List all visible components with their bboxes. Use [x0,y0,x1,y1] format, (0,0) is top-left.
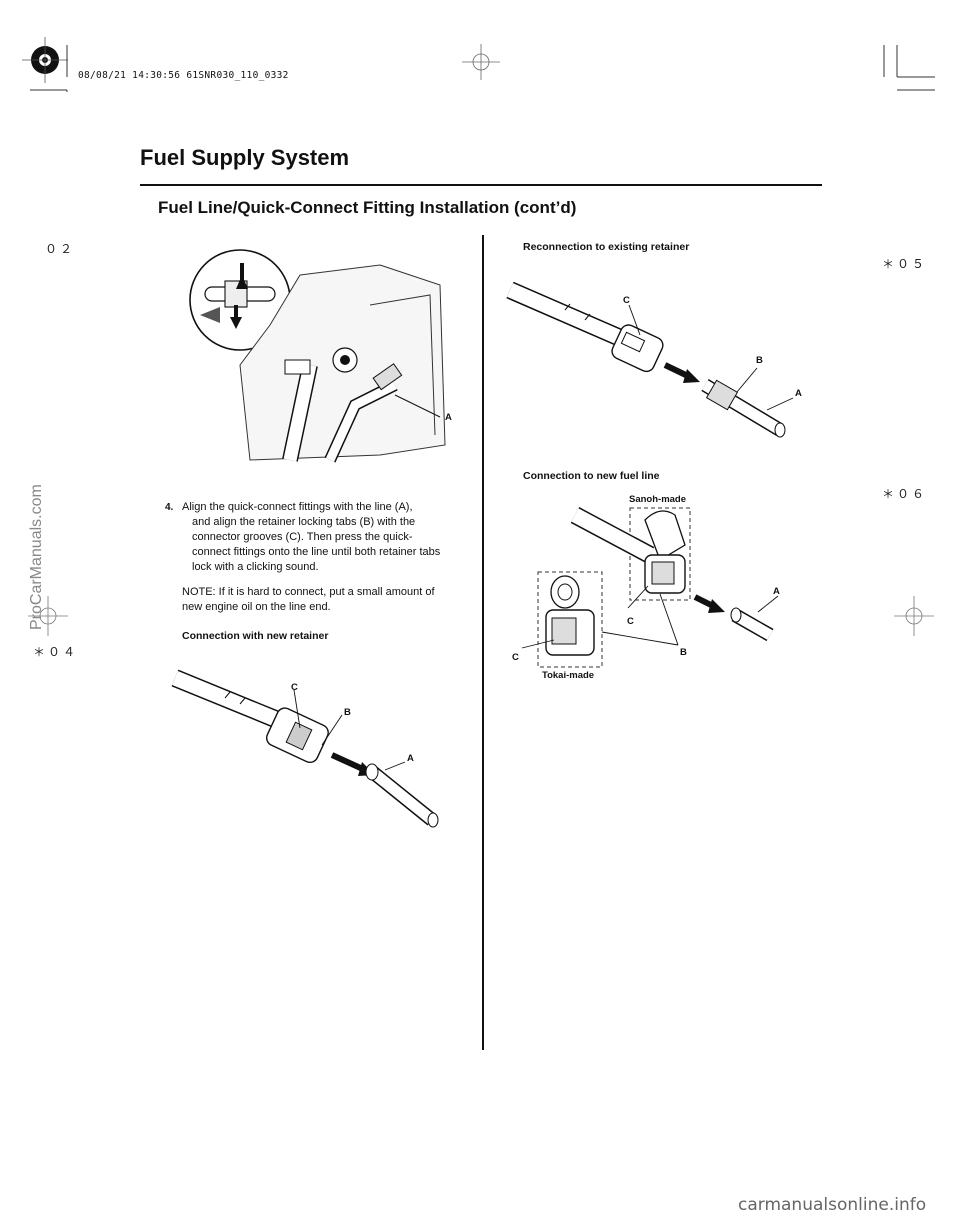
step-line: Align the quick-connect fittings with th… [182,501,413,513]
fig4-label-b: B [680,647,687,658]
print-stamp: 08/08/21 14:30:56 61SNR030_110_0332 [78,70,289,81]
margin-mark-right-middle: ＊０６ [882,487,928,501]
existing-retainer-figure [506,281,794,438]
fig4-label-sanoh: Sanoh-made [629,494,687,505]
note-line: new engine oil on the line end. [182,601,331,613]
step-number: 4. [165,502,174,513]
fig4-label-a: A [773,586,780,597]
fig2-label-c: C [291,682,298,693]
step-note: NOTE: If it is hard to connect, put a sm… [182,585,482,615]
heading-new-retainer: Connection with new retainer [182,630,329,642]
fig2-label-b: B [344,707,351,718]
engine-bay-figure [189,249,446,463]
fig1-label-a: A [445,412,452,423]
heading-new-fuel-line: Connection to new fuel line [523,470,660,482]
left-crosshair-icon [28,596,68,636]
fig4-label-c-upper: C [627,616,634,627]
fig3-label-a: A [795,388,802,399]
registration-marks [22,37,935,92]
step-line: connector grooves (C). Then press the qu… [192,531,413,543]
margin-mark-right-top: ＊０５ [882,257,928,271]
margin-mark-left-bottom: ＊０４ [33,645,79,659]
section-title: Fuel Line/Quick-Connect Fitting Installa… [158,198,577,217]
step-line: and align the retainer locking tabs (B) … [192,516,416,528]
fig4-label-tokai: Tokai-made [542,670,595,681]
step-instructions: Align the quick-connect fittings with th… [182,500,482,575]
footer-watermark: carmanualsonline.info [738,1195,927,1215]
note-line: NOTE: If it is hard to connect, put a sm… [182,586,435,598]
right-crosshair-icon [894,596,934,636]
fig3-label-c: C [623,295,630,306]
step-line: lock with a clicking sound. [192,561,319,573]
new-retainer-figure [171,669,439,828]
column-divider [482,235,484,1050]
fig4-label-c-lower: C [512,652,519,663]
step-line: connect fittings onto the line until bot… [192,546,441,558]
side-watermark: ProCarManuals.com [28,484,45,630]
fig3-label-b: B [756,355,763,366]
heading-existing-retainer: Reconnection to existing retainer [523,241,690,253]
margin-mark-left-top: ０２ [45,242,76,256]
fig2-label-a: A [407,753,414,764]
title-rule [140,184,822,186]
page-title: Fuel Supply System [140,145,350,170]
new-fuel-line-figure [521,507,779,668]
